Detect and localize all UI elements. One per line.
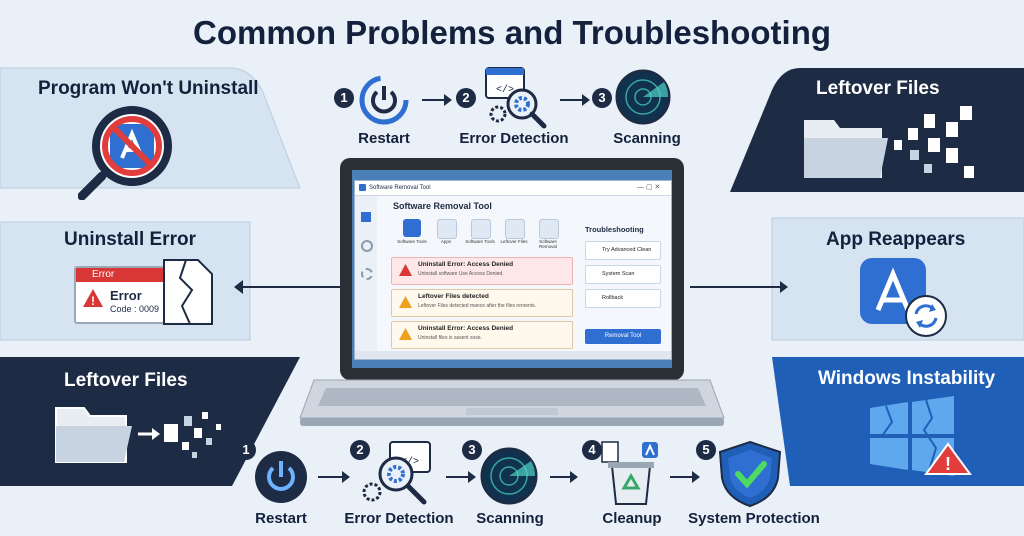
top-step-2-badge: 2 <box>456 88 476 108</box>
error-dialog-header: Error <box>76 268 174 282</box>
bottom-error-detection-icon: </> <box>362 441 431 505</box>
app-window-title: Software Removal Tool <box>369 185 431 191</box>
window-controls[interactable]: — ▢ ✕ <box>637 184 661 191</box>
nav-grid-icon[interactable] <box>361 212 371 222</box>
error-code: Code : 0009 <box>110 304 160 314</box>
arrow-to-app-reappears <box>690 281 788 293</box>
bottom-step-4-label: Cleanup <box>602 510 662 527</box>
app-left-nav <box>355 196 377 359</box>
try-advanced-clean-label: Try Advanced Clean <box>602 247 652 253</box>
top-restart-icon <box>359 75 409 125</box>
warning-icon: ! <box>83 289 103 308</box>
tab-leftover-files[interactable]: Leftover Files <box>500 239 528 244</box>
svg-text:!: ! <box>91 294 95 308</box>
issue-row[interactable]: Uninstall Error: Access Denied Uninstall… <box>391 257 573 285</box>
issue-row[interactable]: Uninstall Error: Access Denied Uninstall… <box>391 321 573 349</box>
bottom-step-2-label: Error Detection <box>344 510 454 527</box>
taskbar <box>355 351 671 359</box>
bottom-arrow-1 <box>318 471 350 483</box>
bottom-step-4-badge: 4 <box>582 440 602 460</box>
issue-row-sub: Leftover Files detected mance after the … <box>418 303 537 309</box>
tab-software-tools-2[interactable]: Software Tools <box>465 239 495 244</box>
tab-software-removal[interactable]: Software Removal <box>539 239 557 249</box>
panel-title-windows-instability: Windows Instability <box>818 368 996 389</box>
top-step-2-label: Error Detection <box>459 130 569 147</box>
issue-row-sub: Uninstall software Use Access Denied. <box>418 271 504 277</box>
row-warning-icon <box>399 328 412 340</box>
folder-fragments-icon-right <box>804 106 974 178</box>
blocked-app-magnifier-icon <box>78 106 172 200</box>
system-scan-button[interactable]: System Scan <box>585 265 661 284</box>
arrow-head-left <box>234 280 243 294</box>
top-step-3-badge: 3 <box>592 88 612 108</box>
tab-software-tools-2-icon[interactable] <box>471 219 491 239</box>
row-warning-icon <box>399 264 412 276</box>
top-step-1-badge: 1 <box>334 88 354 108</box>
bottom-step-1-badge: 1 <box>236 440 256 460</box>
folder-fragments-icon-left <box>55 407 221 463</box>
panel-title-program-wont-uninstall: Program Won't Uninstall <box>38 78 259 99</box>
issue-row[interactable]: Leftover Files detected Leftover Files d… <box>391 289 573 317</box>
top-step-3-label: Scanning <box>613 130 681 147</box>
page-title: Common Problems and Troubleshooting <box>192 14 832 51</box>
bottom-step-1-label: Restart <box>255 510 307 527</box>
broken-windows-logo-icon: ! <box>870 396 972 476</box>
nav-settings-icon[interactable] <box>361 268 373 280</box>
rollback-button[interactable]: Rollback <box>585 289 661 308</box>
cracked-document-icon <box>163 259 213 325</box>
removal-tool-button[interactable]: Removal Tool <box>585 329 661 344</box>
panel-title-app-reappears: App Reappears <box>826 229 966 250</box>
panel-title-leftover-files-left: Leftover Files <box>64 370 188 391</box>
tab-leftover-files-icon[interactable] <box>505 219 525 239</box>
bottom-restart-icon <box>255 451 307 503</box>
bottom-step-5-badge: 5 <box>696 440 716 460</box>
bottom-arrow-3 <box>550 471 578 483</box>
arrow-to-uninstall-error <box>240 286 350 288</box>
top-scanning-radar-icon <box>615 69 671 125</box>
bottom-scanning-radar-icon <box>480 447 538 505</box>
error-dialog: Error ! Error Code : 0009 <box>74 266 176 324</box>
bottom-cleanup-recycle-icon <box>601 441 658 505</box>
issue-row-title: Uninstall Error: Access Denied <box>418 325 514 332</box>
system-scan-label: System Scan <box>602 271 635 277</box>
top-arrow-2 <box>560 94 590 106</box>
try-advanced-clean-button[interactable]: Try Advanced Clean <box>585 241 661 260</box>
top-step-1-label: Restart <box>358 130 410 147</box>
app-heading: Software Removal Tool <box>393 201 492 211</box>
tab-software-tools-icon[interactable] <box>403 219 421 237</box>
tab-software-tools[interactable]: Software Tools <box>397 239 427 244</box>
bottom-arrow-2 <box>446 471 476 483</box>
issue-row-title: Leftover Files detected <box>418 293 489 300</box>
error-label: Error <box>110 288 142 303</box>
bottom-step-3-badge: 3 <box>462 440 482 460</box>
tab-software-removal-icon[interactable] <box>539 219 559 239</box>
troubleshooting-heading: Troubleshooting <box>585 225 644 234</box>
issue-row-title: Uninstall Error: Access Denied <box>418 261 514 268</box>
rollback-label: Rollback <box>602 295 624 301</box>
top-arrow-1 <box>422 94 452 106</box>
svg-text:!: ! <box>945 454 951 474</box>
bottom-step-2-badge: 2 <box>350 440 370 460</box>
tab-apps[interactable]: Apps <box>440 239 452 244</box>
row-warning-icon <box>399 296 412 308</box>
app-reappears-icon <box>860 258 947 337</box>
app-window: Software Removal Tool — ▢ ✕ Software Rem… <box>354 180 672 360</box>
panel-title-leftover-files-right: Leftover Files <box>816 78 940 99</box>
app-logo-icon <box>359 184 366 191</box>
bottom-shield-check-icon <box>718 440 782 508</box>
bottom-step-3-label: Scanning <box>476 510 544 527</box>
nav-clock-icon[interactable] <box>361 240 373 252</box>
top-error-detection-icon: </> <box>485 67 547 129</box>
svg-text:</>: </> <box>496 84 514 96</box>
panel-title-uninstall-error: Uninstall Error <box>64 229 196 250</box>
app-window-titlebar: Software Removal Tool <box>355 181 671 196</box>
bottom-step-5-label: System Protection <box>688 510 820 527</box>
issue-row-sub: Uninstall files is assent sose. <box>418 335 482 341</box>
bottom-arrow-4 <box>670 471 700 483</box>
tab-apps-icon[interactable] <box>437 219 457 239</box>
